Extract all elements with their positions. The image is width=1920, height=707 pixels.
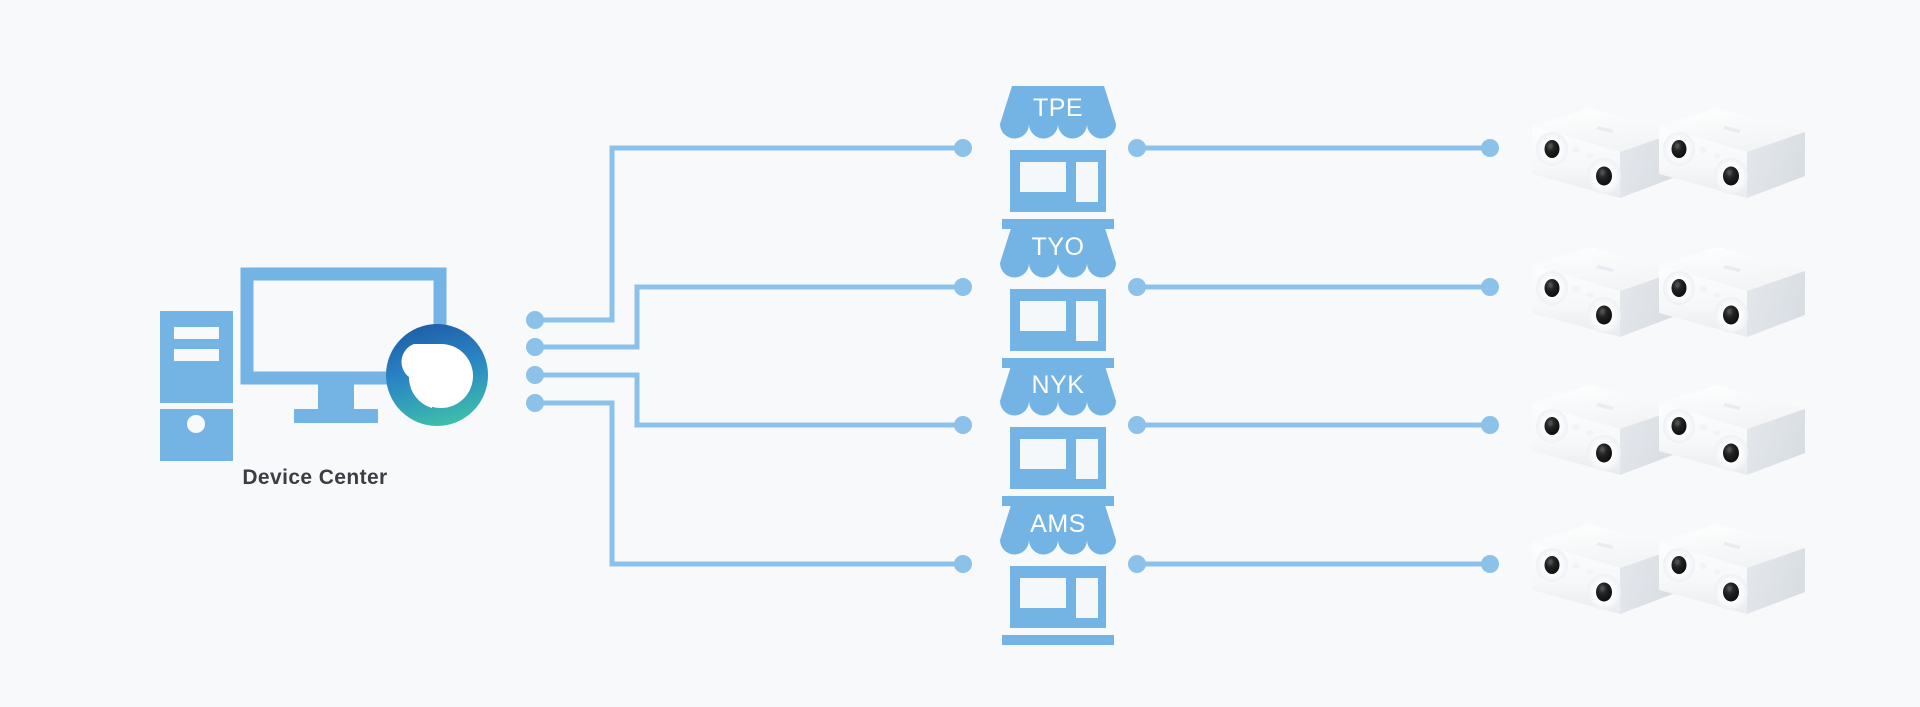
dual-lens-camera-icon[interactable] <box>1659 524 1805 614</box>
store-out-dot-nyk[interactable] <box>1128 416 1146 434</box>
store-out-dot-tyo[interactable] <box>1128 278 1146 296</box>
camera-in-dot-1[interactable] <box>1481 139 1499 157</box>
store-in-dot-tyo[interactable] <box>954 278 972 296</box>
link-center-tpe <box>532 145 966 323</box>
device-center-label: Device Center <box>242 466 388 489</box>
dual-lens-camera-icon[interactable] <box>1659 385 1805 475</box>
camera-in-dot-2[interactable] <box>1481 278 1499 296</box>
link-center-nyk <box>532 372 966 428</box>
device-center-group[interactable] <box>160 267 488 461</box>
camera-row-2 <box>1532 247 1805 337</box>
camera-in-dot-3[interactable] <box>1481 416 1499 434</box>
dual-lens-camera-icon[interactable] <box>1659 108 1805 198</box>
store-out-dot-ams[interactable] <box>1128 555 1146 573</box>
store-label-nyk: NYK <box>1032 371 1085 399</box>
dual-lens-camera-icon[interactable] <box>1532 247 1678 337</box>
camera-row-3 <box>1532 385 1805 475</box>
center-to-store-links <box>532 145 966 567</box>
store-link-dots <box>954 139 1499 573</box>
port-dot-4[interactable] <box>526 394 544 412</box>
store-label-ams: AMS <box>1030 510 1086 538</box>
dual-lens-camera-icon[interactable] <box>1532 524 1678 614</box>
store-node-nyk[interactable]: NYK <box>1000 363 1116 506</box>
port-dots <box>526 311 544 412</box>
store-label-tpe: TPE <box>1033 94 1083 122</box>
store-to-camera-links <box>1137 145 1490 567</box>
camera-row-1 <box>1532 108 1805 198</box>
store-in-dot-ams[interactable] <box>954 555 972 573</box>
store-in-dot-nyk[interactable] <box>954 416 972 434</box>
camera-in-dot-4[interactable] <box>1481 555 1499 573</box>
brand-logo-badge[interactable] <box>386 324 488 426</box>
dual-lens-camera-icon[interactable] <box>1532 385 1678 475</box>
store-node-ams[interactable]: AMS <box>1000 502 1116 645</box>
camera-row-4 <box>1532 524 1805 614</box>
port-dot-1[interactable] <box>526 311 544 329</box>
store-in-dot-tpe[interactable] <box>954 139 972 157</box>
dual-lens-camera-icon[interactable] <box>1532 108 1678 198</box>
store-label-tyo: TYO <box>1032 233 1085 261</box>
computer-tower-icon <box>160 311 233 461</box>
port-dot-2[interactable] <box>526 338 544 356</box>
dual-lens-camera-icon[interactable] <box>1659 247 1805 337</box>
link-center-tyo <box>532 284 966 350</box>
store-node-tpe[interactable]: TPE <box>1000 86 1116 229</box>
store-node-tyo[interactable]: TYO <box>1000 225 1116 368</box>
port-dot-3[interactable] <box>526 366 544 384</box>
store-out-dot-tpe[interactable] <box>1128 139 1146 157</box>
link-center-ams <box>532 400 966 567</box>
